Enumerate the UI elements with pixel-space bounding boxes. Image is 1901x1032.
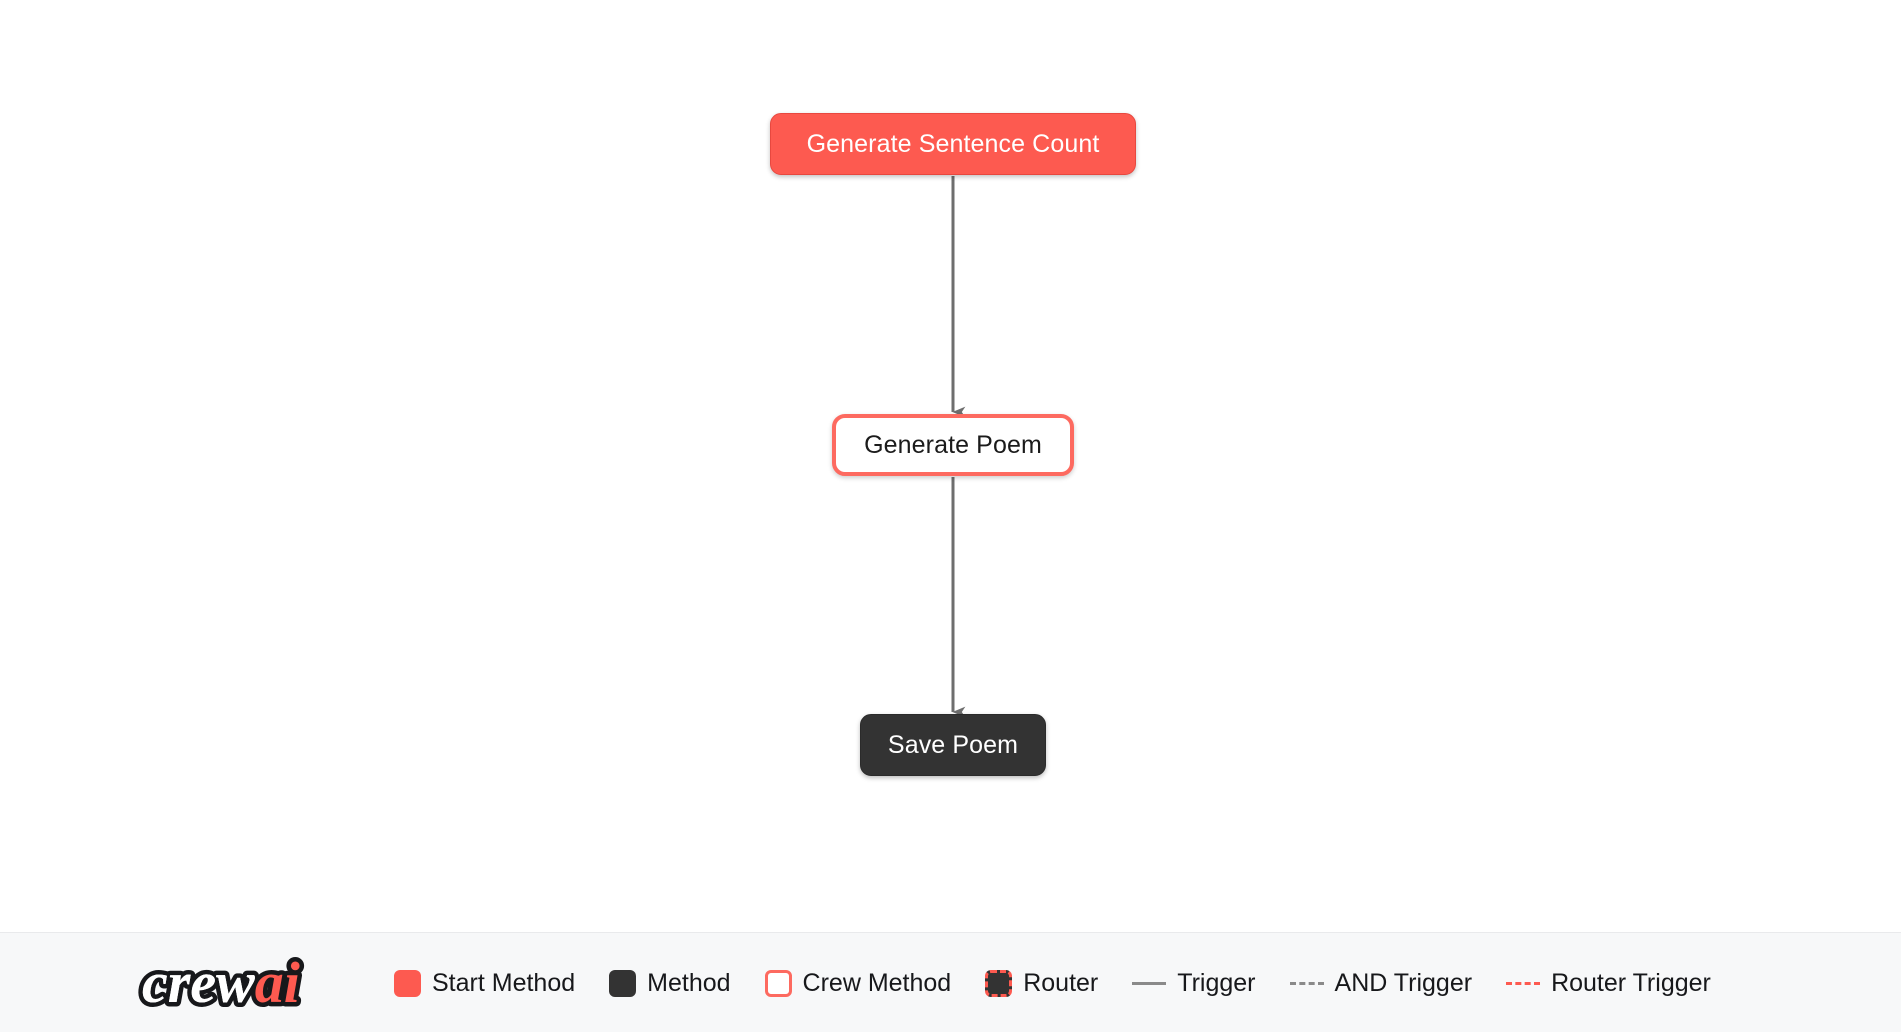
and-trigger-line: [1289, 981, 1324, 985]
legend-bar: crewai crew crewai Start Method Method C…: [0, 932, 1901, 1032]
legend-item-trigger: Trigger: [1132, 933, 1256, 1032]
node-save-poem[interactable]: Save Poem: [860, 714, 1046, 776]
legend-item-method: Method: [609, 933, 731, 1032]
legend-items: Start Method Method Crew Method Router T…: [394, 933, 1711, 1032]
legend-label: Start Method: [432, 968, 576, 997]
node-label: Generate Poem: [864, 430, 1042, 459]
node-label: Generate Sentence Count: [806, 129, 1100, 158]
crewai-logo: crewai crew crewai: [138, 946, 368, 1020]
legend-item-router-trigger: Router Trigger: [1506, 933, 1711, 1032]
svg-text:crewai: crewai: [142, 950, 300, 1015]
logo-text-crew: crew: [142, 950, 255, 1015]
legend-label: Method: [647, 968, 731, 997]
legend-item-and-trigger: AND Trigger: [1289, 933, 1473, 1032]
trigger-line: [1132, 981, 1167, 985]
flow-canvas[interactable]: Generate Sentence Count Generate Poem Sa…: [0, 0, 1901, 932]
svg-text:crewai: crewai: [142, 950, 300, 1015]
legend-label: Router: [1023, 968, 1099, 997]
method-swatch: [609, 969, 637, 997]
legend-label: Trigger: [1177, 968, 1256, 997]
node-generate-sentence-count[interactable]: Generate Sentence Count: [770, 113, 1136, 175]
node-label: Save Poem: [887, 730, 1019, 759]
logo-text-ai: ai: [255, 950, 300, 1015]
crew-method-swatch: [764, 969, 792, 997]
start-method-swatch: [394, 969, 421, 997]
legend-label: Router Trigger: [1551, 968, 1711, 997]
legend-item-crew-method: Crew Method: [764, 933, 952, 1032]
node-generate-poem[interactable]: Generate Poem: [832, 414, 1074, 476]
legend-label: AND Trigger: [1334, 968, 1473, 997]
legend-item-start-method: Start Method: [394, 933, 575, 1032]
legend-label: Crew Method: [802, 968, 952, 997]
legend-item-router: Router: [985, 933, 1098, 1032]
router-swatch: [985, 969, 1013, 997]
router-trigger-line: [1506, 981, 1541, 985]
